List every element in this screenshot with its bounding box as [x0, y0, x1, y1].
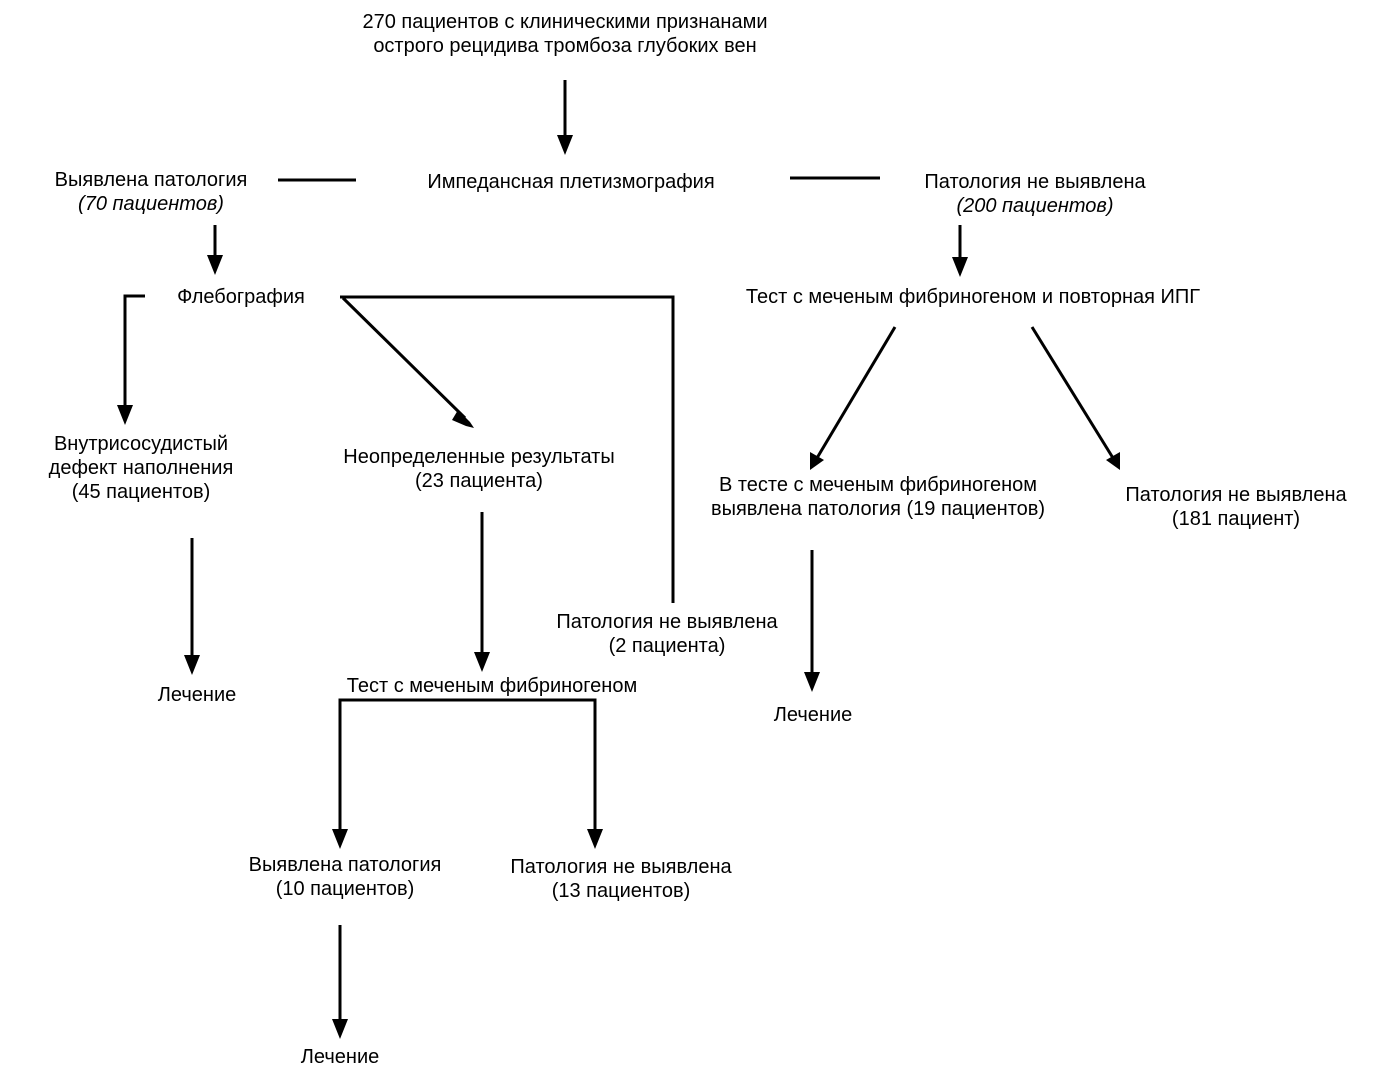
node-fibrinogen-negative: Патология не выявлена (181 пациент): [1125, 483, 1346, 531]
node-filling-defect-line-1: Внутрисосудистый: [53, 433, 229, 455]
node-fibrinogen-repeat-ipg-line-1: Тест с меченым фибриногеном и повторная …: [745, 286, 1201, 308]
node-treatment-3: Лечение: [301, 1045, 379, 1069]
node-treatment-3-line-1: Лечение: [300, 1046, 380, 1068]
node-fibrinogen-negative-line-2: (181 пациент): [1171, 508, 1301, 530]
node-phlebography: Флебография: [177, 285, 305, 309]
node-ipg-negative: Патология не выявлена (200 пациентов): [924, 170, 1145, 218]
arrowhead-fibrinogen-positive: [810, 452, 824, 470]
arrowhead-test-positive: [332, 829, 348, 849]
arrowhead-phlebography-defect: [117, 405, 133, 425]
node-fibrinogen-test: Тест с меченым фибриногеном: [347, 674, 637, 698]
arrowhead-start-ipg: [557, 135, 573, 155]
node-ipg-positive: Выявлена патология (70 пациентов): [55, 168, 248, 216]
node-fib-test-positive-line-1: Выявлена патология: [248, 854, 442, 876]
node-ipg-positive-line-2: (70 пациентов): [78, 193, 224, 215]
edge-test-split: [338, 698, 597, 832]
node-fib-test-negative-line-1: Патология не выявлена: [510, 856, 732, 878]
node-fibrinogen-test-line-1: Тест с меченым фибриногеном: [346, 675, 638, 697]
node-ipg-negative-line-1: Патология не выявлена: [924, 171, 1146, 193]
arrowhead-fibpos-treatment: [804, 672, 820, 692]
node-ipg-negative-line-2: (200 пациентов): [956, 195, 1114, 217]
arrowhead-indeterminate-test: [474, 652, 490, 672]
node-phlebo-negative: Патология не выявлена (2 пациента): [556, 610, 777, 658]
node-filling-defect-line-2: дефект наполнения: [48, 457, 234, 479]
node-start-line-1: 270 пациентов с клиническими признанами: [362, 11, 768, 33]
node-treatment-2: Лечение: [774, 703, 852, 727]
node-ipg-line-1: Импедансная плетизмография: [427, 171, 715, 193]
arrowhead-testpos-treatment: [332, 1019, 348, 1039]
edge-phlebography-defect: [123, 294, 145, 408]
edge-phlebography-indeterminate: [341, 296, 467, 420]
arrowhead-positive-phlebography: [207, 255, 223, 275]
node-fibrinogen-positive: В тесте с меченым фибриногеном выявлена …: [711, 473, 1045, 521]
node-ipg: Импедансная плетизмография: [427, 170, 714, 194]
arrowhead-phlebography-indeterminate: [452, 410, 474, 428]
node-indeterminate-line-1: Неопределенные результаты: [343, 446, 615, 468]
arrowhead-test-negative: [587, 829, 603, 849]
node-ipg-positive-line-1: Выявлена патология: [54, 169, 248, 191]
node-indeterminate-line-2: (23 пациента): [415, 470, 543, 492]
node-fibrinogen-repeat-ipg: Тест с меченым фибриногеном и повторная …: [746, 285, 1200, 309]
node-fib-test-negative-line-2: (13 пациентов): [551, 880, 691, 902]
node-fibrinogen-positive-line-2: выявлена патология (19 пациентов): [710, 498, 1046, 520]
node-phlebography-line-1: Флебография: [177, 286, 305, 308]
edge-phlebography-negative: [340, 295, 675, 603]
node-start-line-2: острого рецидива тромбоза глубоких вен: [373, 35, 757, 57]
node-start: 270 пациентов с клиническими признанами …: [363, 10, 768, 58]
node-filling-defect-line-3: (45 пациентов): [71, 481, 211, 503]
arrowhead-defect-treatment: [184, 655, 200, 675]
node-fib-test-positive-line-2: (10 пациентов): [275, 878, 415, 900]
node-fib-test-negative: Патология не выявлена (13 пациентов): [510, 855, 731, 903]
node-fibrinogen-negative-line-1: Патология не выявлена: [1125, 484, 1347, 506]
node-fibrinogen-positive-line-1: В тесте с меченым фибриногеном: [718, 474, 1038, 496]
node-indeterminate: Неопределенные результаты (23 пациента): [343, 445, 614, 493]
node-fib-test-positive: Выявлена патология (10 пациентов): [249, 853, 442, 901]
edge-fibrinogen-positive: [815, 326, 897, 459]
node-treatment-1: Лечение: [158, 683, 236, 707]
node-treatment-1-line-1: Лечение: [157, 684, 237, 706]
node-treatment-2-line-1: Лечение: [773, 704, 853, 726]
node-filling-defect: Внутрисосудистый дефект наполнения (45 п…: [49, 432, 234, 504]
node-phlebo-negative-line-2: (2 пациента): [608, 635, 726, 657]
edge-fibrinogen-negative: [1030, 326, 1115, 459]
node-phlebo-negative-line-1: Патология не выявлена: [556, 611, 778, 633]
arrowhead-fibrinogen-negative: [1106, 452, 1120, 470]
arrowhead-negative-fibrinogen: [952, 257, 968, 277]
